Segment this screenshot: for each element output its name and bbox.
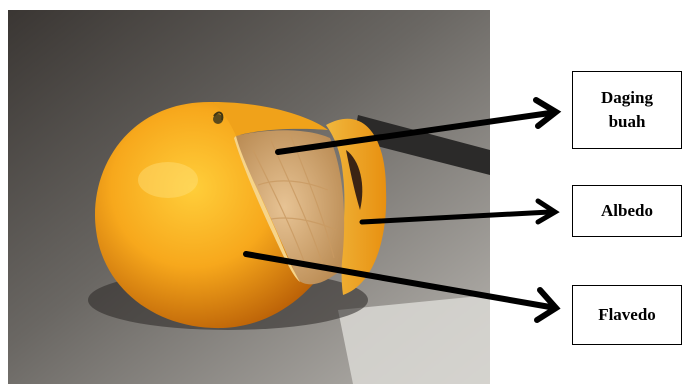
label-daging-line2: buah (601, 110, 653, 134)
label-albedo-text: Albedo (601, 199, 653, 223)
arrow-daging-head (536, 100, 556, 126)
arrow-flavedo-head (537, 290, 556, 320)
arrow-albedo-head (538, 201, 555, 222)
label-flavedo-text: Flavedo (598, 303, 656, 327)
label-daging-line1: Daging (601, 86, 653, 110)
label-daging-buah: Daging buah (572, 71, 682, 149)
orange-photo (8, 10, 490, 384)
label-flavedo: Flavedo (572, 285, 682, 345)
label-albedo: Albedo (572, 185, 682, 237)
